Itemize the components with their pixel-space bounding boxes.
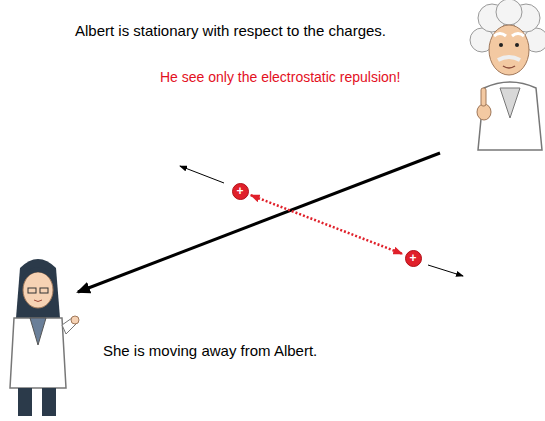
repulsion-line	[251, 195, 403, 254]
caption-text: He see only the electrostatic repulsion!	[160, 69, 400, 85]
label-box: He see only the electrostatic repulsion!	[160, 68, 400, 86]
motion-arrow	[78, 153, 440, 292]
charge-sign: +	[236, 185, 243, 197]
woman-figure	[10, 259, 79, 416]
charge-circle: +	[405, 250, 422, 267]
force-arrow	[180, 166, 224, 183]
label-box: She is moving away from Albert.	[103, 342, 317, 360]
albert-figure	[470, 0, 545, 150]
charge-sign: +	[409, 252, 416, 264]
force-arrow	[428, 265, 463, 276]
caption-text: She is moving away from Albert.	[103, 342, 317, 359]
caption-text: Albert is stationary with respect to the…	[75, 22, 386, 39]
charge-circle: +	[232, 183, 249, 200]
label-box: Albert is stationary with respect to the…	[75, 22, 386, 40]
